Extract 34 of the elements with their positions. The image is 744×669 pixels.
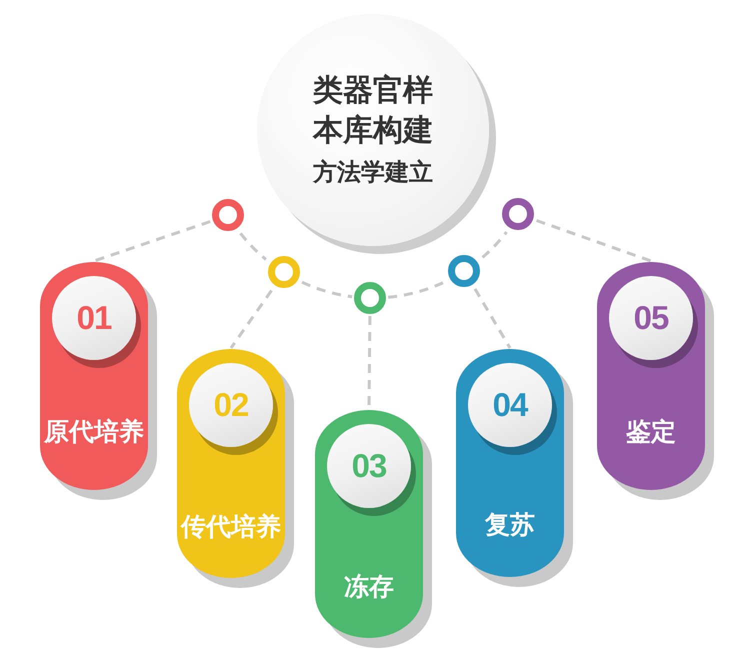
center-title: 类器官样本库构建 (312, 72, 434, 149)
ring-node (354, 282, 386, 314)
ring-node (448, 254, 480, 287)
step-pill (597, 262, 705, 490)
step-number: 04 (492, 387, 528, 423)
number-circle (189, 363, 273, 447)
step-number: 02 (214, 387, 248, 423)
step-label: 复苏 (485, 510, 535, 540)
dashed-connector (474, 288, 512, 349)
step-label: 冻存 (344, 572, 394, 602)
ring-node (268, 256, 300, 288)
ring-node (502, 198, 534, 230)
step-pill (177, 349, 285, 578)
dashed-connector (230, 290, 273, 349)
step-label: 鉴定 (626, 417, 676, 447)
dashed-connector (482, 231, 508, 259)
step-number: 03 (352, 448, 386, 484)
number-circle (52, 276, 136, 360)
step-pill (456, 349, 564, 577)
center-subtitle: 方法学建立 (313, 158, 433, 188)
dashed-connector (94, 220, 211, 262)
number-circle (468, 363, 552, 447)
dashed-connector (301, 280, 352, 298)
step-pill (315, 410, 423, 638)
dashed-connector (239, 232, 267, 261)
number-circle (609, 276, 693, 360)
step-label: 传代培养 (181, 512, 281, 542)
step-label: 原代培养 (44, 417, 144, 447)
step-number: 01 (76, 300, 112, 336)
dashed-connector (536, 219, 652, 262)
step-number: 05 (634, 300, 668, 336)
number-circle (327, 424, 411, 508)
ring-node (212, 199, 244, 232)
step-pill (40, 262, 148, 490)
